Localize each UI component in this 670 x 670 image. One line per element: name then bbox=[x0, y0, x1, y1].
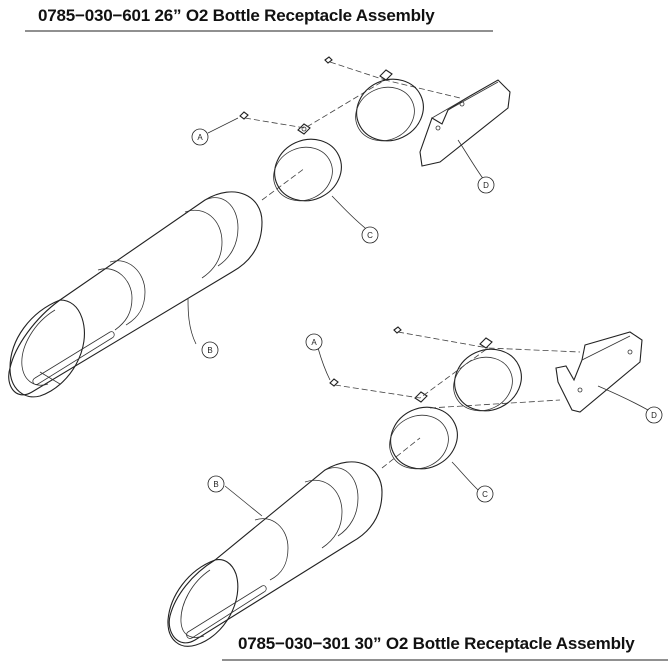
bottom-receptacle-tube bbox=[167, 461, 383, 647]
top-callout-a: A bbox=[191, 128, 209, 146]
bottom-screw-upper bbox=[393, 326, 402, 334]
top-callout-d: D bbox=[477, 176, 495, 194]
svg-text:A: A bbox=[311, 338, 317, 347]
svg-text:B: B bbox=[207, 346, 212, 355]
assembly-title-bottom: 0785−030−301 30” O2 Bottle Receptacle As… bbox=[238, 634, 635, 653]
bottom-fastener-path-upper bbox=[397, 331, 489, 349]
svg-text:A: A bbox=[197, 133, 203, 142]
top-clamp-band-upper bbox=[355, 69, 424, 142]
bottom-callout-b: B bbox=[207, 475, 225, 493]
top-centerline-lower bbox=[261, 167, 306, 201]
bottom-mounting-bracket-d bbox=[555, 331, 643, 413]
assembly-title-top: 0785−030−601 26” O2 Bottle Receptacle As… bbox=[38, 6, 435, 25]
svg-text:B: B bbox=[213, 480, 218, 489]
bottom-callout-c: C bbox=[476, 485, 494, 503]
top-receptacle-tube bbox=[8, 191, 263, 398]
top-clamp-band-c bbox=[273, 123, 342, 202]
bottom-callout-d: D bbox=[645, 406, 663, 424]
top-assembly: A B C D bbox=[8, 56, 511, 398]
bottom-callout-leaders bbox=[224, 347, 649, 517]
top-callout-c: C bbox=[361, 226, 379, 244]
bottom-fastener-path-lower bbox=[334, 347, 581, 399]
top-mounting-bracket-d bbox=[419, 79, 511, 167]
svg-text:D: D bbox=[483, 181, 489, 190]
bottom-screw-lower bbox=[329, 378, 339, 387]
bottom-centerline-lower bbox=[381, 437, 421, 469]
top-fastener-path-upper bbox=[329, 61, 386, 81]
top-callout-leaders bbox=[187, 117, 485, 345]
bottom-fastener-path-bracket bbox=[429, 399, 561, 409]
bottom-callout-a: A bbox=[305, 333, 323, 351]
bottom-clamp-band-upper bbox=[453, 337, 522, 412]
top-screw-lower bbox=[239, 111, 249, 120]
svg-text:C: C bbox=[482, 490, 488, 499]
svg-text:D: D bbox=[651, 411, 657, 420]
top-screw-upper bbox=[324, 56, 333, 64]
bottom-clamp-band-c bbox=[389, 391, 458, 470]
bottom-assembly: A B C D bbox=[167, 326, 663, 647]
top-fastener-path-lower bbox=[244, 79, 461, 129]
svg-text:C: C bbox=[367, 231, 373, 240]
top-callout-b: B bbox=[201, 341, 219, 359]
